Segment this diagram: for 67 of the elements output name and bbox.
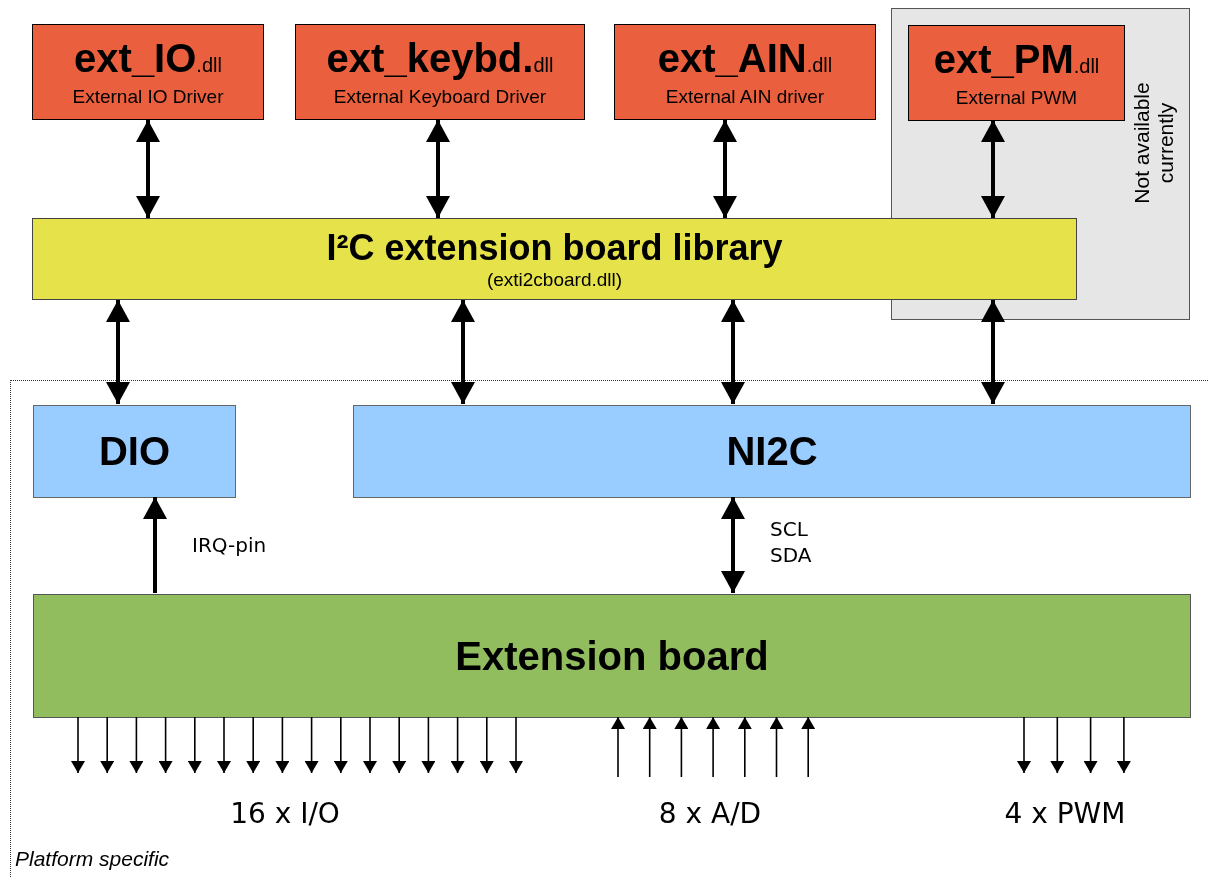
driver-box (908, 25, 1125, 121)
arrow (737, 716, 752, 778)
module-label: NI2C (726, 429, 818, 474)
edge-label: SCL SDA (770, 516, 813, 568)
unavailable-panel (891, 8, 1190, 218)
library-filename: (exti2cboard.dll) (486, 269, 623, 291)
dll-name: ext_AIN.dll (657, 36, 833, 82)
region-label: Platform specific (15, 847, 170, 871)
driver-box (32, 24, 264, 120)
arrow (333, 716, 348, 774)
signal-count-label: 8 x A/D (658, 797, 762, 830)
arrow (611, 716, 625, 778)
arrow (275, 716, 290, 774)
arrow (450, 716, 465, 774)
arrow (509, 716, 523, 774)
arrow (713, 120, 737, 218)
module-box (33, 405, 236, 498)
arrow (143, 497, 167, 593)
arrow (100, 716, 115, 774)
arrow (421, 716, 436, 774)
arrow (363, 716, 377, 774)
availability-note: Not available currently (1130, 81, 1178, 206)
arrow (426, 120, 450, 218)
dll-name: ext_IO.dll (74, 36, 222, 82)
edge-label: IRQ-pin (192, 532, 267, 558)
dll-name: ext_PM.dll (933, 37, 1100, 83)
arrow (981, 120, 1005, 218)
platform-region (10, 380, 1208, 877)
driver-description: External IO Driver (72, 85, 224, 108)
arrow (187, 716, 202, 774)
arrow (129, 716, 144, 774)
module-label: DIO (98, 429, 171, 474)
arrow (1083, 716, 1098, 774)
arrow (721, 497, 745, 593)
library-title: I²C extension board library (326, 227, 783, 269)
driver-description: External AIN driver (665, 85, 825, 108)
arrow (801, 716, 816, 778)
dll-name: ext_keybd.dll (326, 36, 554, 82)
board-label: Extension board (455, 633, 769, 679)
arrow (71, 716, 85, 774)
arrow (217, 716, 231, 774)
arrow (106, 300, 130, 404)
arrow (479, 716, 494, 774)
arrow (642, 716, 657, 778)
arrow (1050, 716, 1065, 774)
driver-box (295, 24, 585, 120)
library-box (32, 218, 1077, 300)
driver-description: External Keyboard Driver (333, 85, 547, 108)
arrow (392, 716, 407, 774)
signal-count-label: 16 x I/O (230, 797, 340, 830)
arrow (158, 716, 173, 774)
arrow (304, 716, 319, 774)
arrow (136, 120, 160, 218)
arrow (721, 300, 745, 404)
arrow (1116, 716, 1131, 774)
driver-box (614, 24, 876, 120)
board-box (33, 594, 1191, 718)
arrow (769, 716, 784, 778)
arrow (451, 300, 475, 404)
arrow (674, 716, 689, 778)
arrow (706, 716, 721, 778)
module-box (353, 405, 1191, 498)
arrow (981, 300, 1005, 404)
driver-description: External PWM (955, 86, 1078, 109)
signal-count-label: 4 x PWM (1004, 797, 1126, 830)
arrow (1017, 716, 1031, 774)
arrow (246, 716, 261, 774)
